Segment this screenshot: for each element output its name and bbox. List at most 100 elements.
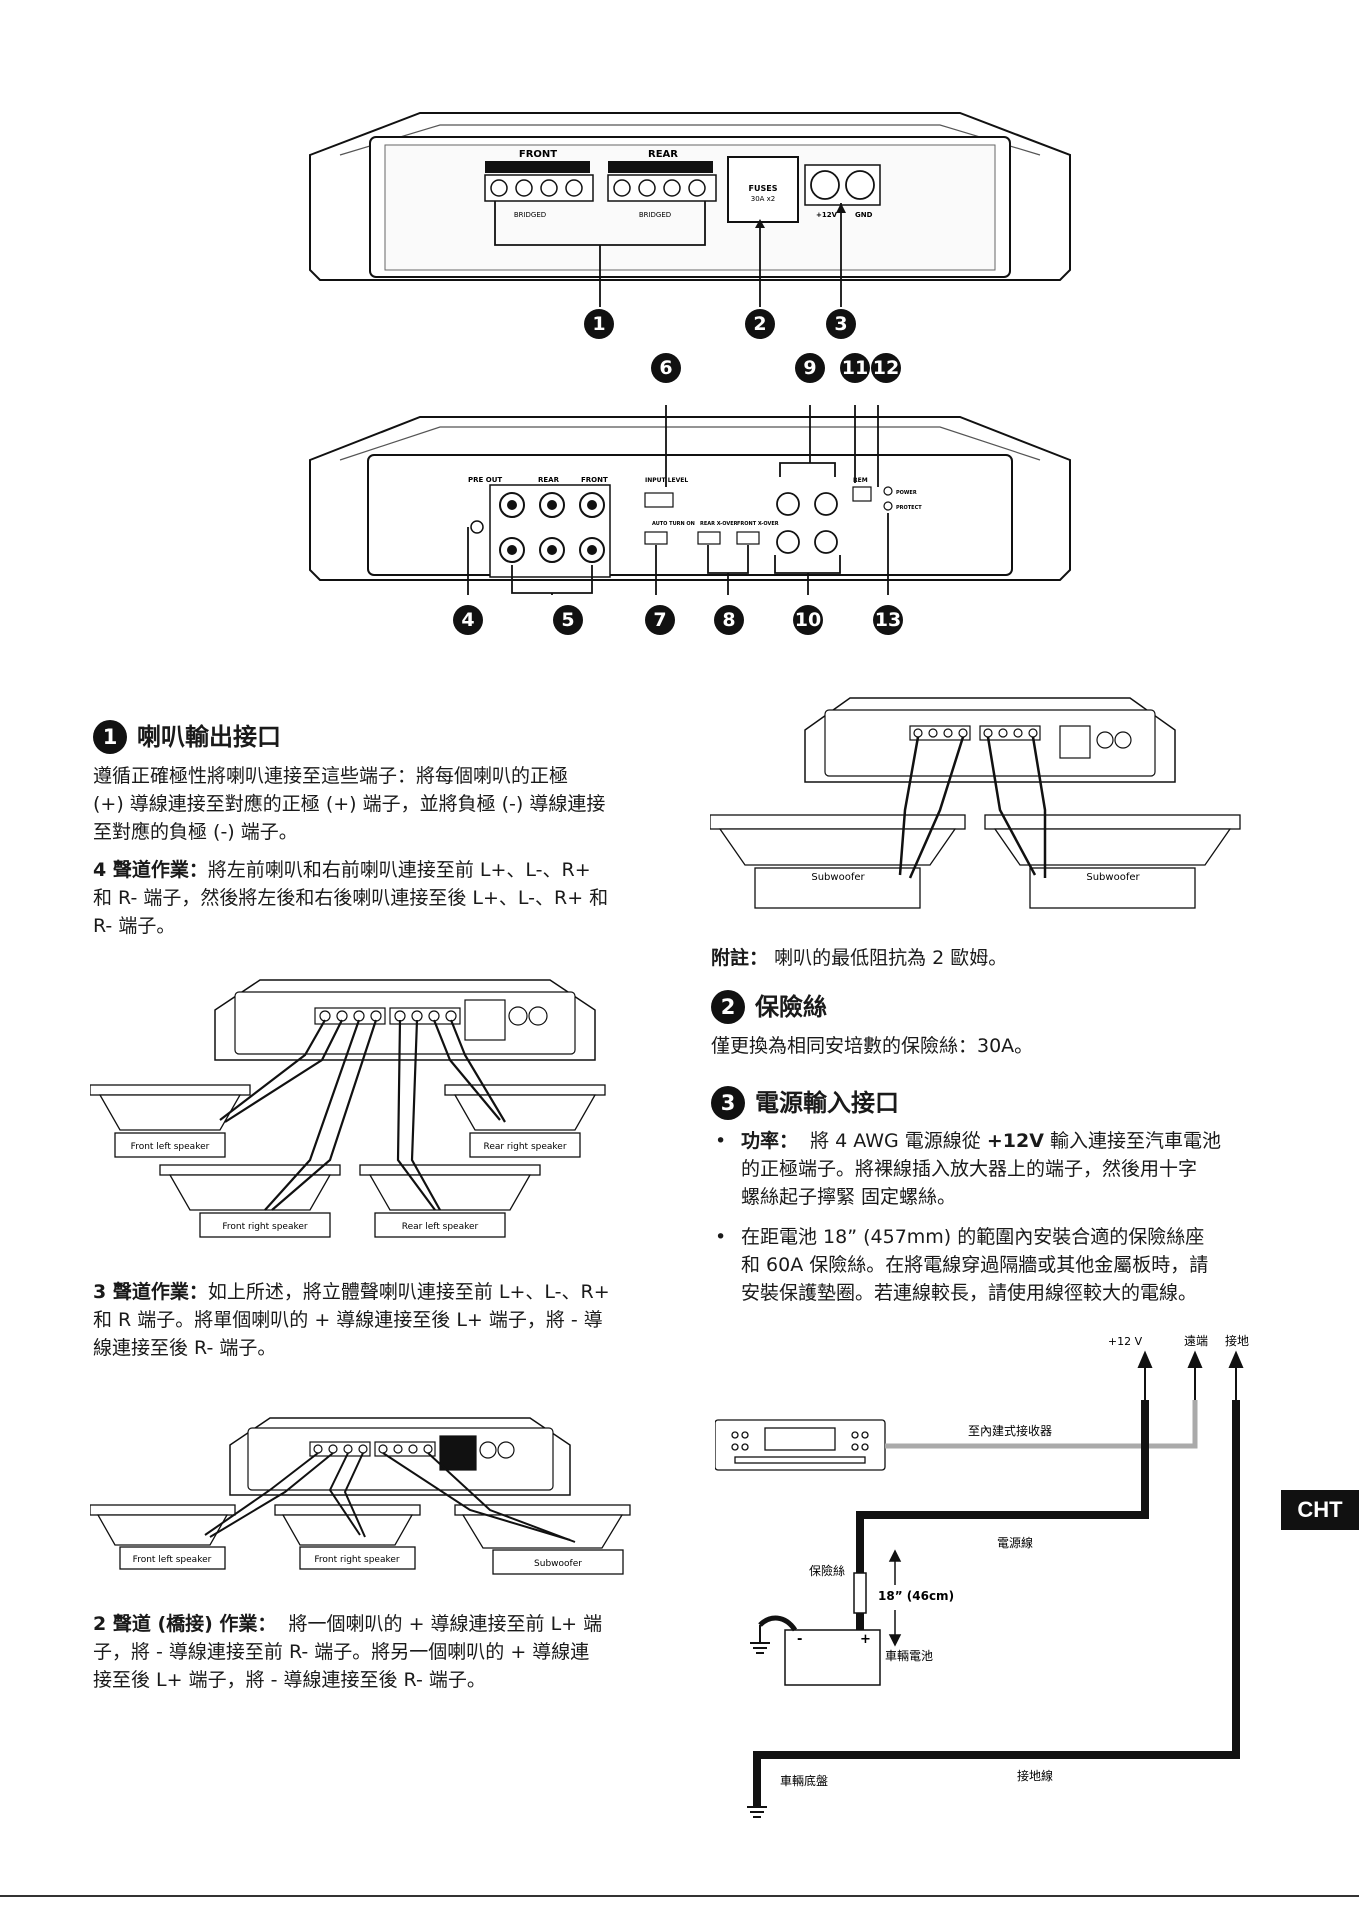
bullet1-label: 功率： — [741, 1130, 799, 1152]
two-ch-line: 接至後 L+ 端子，將 - 導線連接至後 R- 端子。 — [93, 1669, 486, 1691]
callout-9: 9 — [795, 353, 825, 383]
section2-number: 2 — [711, 990, 745, 1024]
bullet1-post: 輸入連接至汽車電池 — [1043, 1130, 1221, 1152]
callout-5: 5 — [553, 605, 583, 635]
power-label: POWER — [896, 490, 917, 496]
label-ground: 接地 — [1225, 1333, 1249, 1348]
label-subwoofer-3ch: Subwoofer — [534, 1559, 582, 1569]
four-channel-text: 4 聲道作業：將左前喇叭和右前喇叭連接至前 L+、L-、R+ 和 R- 端子，然… — [93, 856, 653, 940]
bullet1-line: 螺絲起子擰緊 固定螺絲。 — [741, 1186, 957, 1208]
note: 附註： 喇叭的最低阻抗為 2 歐姆。 — [711, 944, 1271, 972]
three-ch-line: 和 R 端子。將單個喇叭的 + 導線連接至後 L+ 端子，將 - 導 — [93, 1309, 603, 1331]
rca-jacks — [470, 484, 611, 578]
bullet1-voltage: +12V — [986, 1130, 1044, 1152]
battery: - + — [750, 1615, 881, 1686]
four-ch-line: 將左前喇叭和右前喇叭連接至前 L+、L-、R+ — [207, 859, 591, 881]
amp-panel-diagram: PRE OUT REAR FRONT INPUT LEVEL AUTO TURN… — [309, 405, 1071, 595]
section3-heading: 3 電源輸入接口 — [711, 1084, 899, 1121]
rear-xover-label: REAR X-OVER — [700, 521, 738, 527]
callout-11: 11 — [840, 353, 870, 383]
label-subwoofer-a: Subwoofer — [811, 872, 865, 883]
three-ch-line: 線連接至後 R- 端子。 — [93, 1337, 277, 1359]
label-battery: 車輛電池 — [885, 1649, 933, 1663]
fuses-label: FUSES — [749, 184, 778, 193]
callout-13: 13 — [873, 605, 903, 635]
section2-text: 僅更換為相同安培數的保險絲：30A。 — [711, 1035, 1034, 1057]
four-ch-line: 和 R- 端子，然後將左後和右後喇叭連接至後 L+、L-、R+ 和 — [93, 887, 609, 909]
amp-top-diagram: FRONT REAR BRIDGED BRIDGED FUSES 30A x2 … — [309, 112, 1071, 307]
auto-turn-on-label: AUTO TURN ON — [652, 521, 695, 527]
svg-text:-: - — [797, 1632, 802, 1647]
section1-title: 喇叭輸出接口 — [137, 723, 281, 751]
callout-12: 12 — [871, 353, 901, 383]
callout-6: 6 — [651, 353, 681, 383]
two-ch-label: 2 聲道 (橋接) 作業： — [93, 1613, 277, 1635]
two-ch-line: 將一個喇叭的 + 導線連接至前 L+ 端 — [288, 1613, 603, 1635]
label-distance: 18” (46cm) — [878, 1589, 954, 1603]
intro-line: 遵循正確極性將喇叭連接至這些端子：將每個喇叭的正極 — [93, 765, 569, 787]
label-remote: 遠端 — [1184, 1334, 1208, 1348]
label-plus12v: +12 V — [1108, 1335, 1143, 1348]
section3-title: 電源輸入接口 — [755, 1089, 899, 1117]
protect-label: PROTECT — [896, 505, 922, 511]
front-terminal-block — [484, 161, 594, 202]
section3-bullets: 功率： 將 4 AWG 電源線從 +12V 輸入連接至汽車電池 的正極端子。將裸… — [711, 1127, 1271, 1319]
panel-front-label: FRONT — [581, 476, 608, 484]
callout-7: 7 — [645, 605, 675, 635]
three-channel-text: 3 聲道作業：如上所述，將立體聲喇叭連接至前 L+、L-、R+ 和 R 端子。將… — [93, 1278, 653, 1362]
bridged-label-rear: BRIDGED — [639, 211, 671, 219]
wiring-diagram: +12 V 遠端 接地 至內建式接收器 電源線 保險絲 18” (46cm) -… — [715, 1333, 1249, 1818]
rear-terminal-block — [607, 161, 717, 202]
label-front-right-3ch: Front right speaker — [314, 1555, 400, 1565]
callout-4: 4 — [453, 605, 483, 635]
callout-8: 8 — [714, 605, 744, 635]
bullet-fuse: 在距電池 18” (457mm) 的範圍內安裝合適的保險絲座 和 60A 保險絲… — [711, 1223, 1271, 1307]
bullet-power: 功率： 將 4 AWG 電源線從 +12V 輸入連接至汽車電池 的正極端子。將裸… — [711, 1127, 1271, 1211]
language-tab: CHT — [1281, 1490, 1359, 1530]
two-ch-line: 子，將 - 導線連接至前 R- 端子。將另一個喇叭的 + 導線連 — [93, 1641, 590, 1663]
note-label: 附註： — [711, 947, 769, 969]
footer-rule — [0, 1895, 1359, 1897]
four-channel-diagram: Front left speaker Rear right speaker Fr… — [90, 979, 606, 1238]
plus12v-label: +12V — [816, 211, 838, 219]
svg-text:+: + — [860, 1632, 871, 1647]
intro-line: 至對應的負極 (-) 端子。 — [93, 821, 298, 843]
label-front-left-3ch: Front left speaker — [133, 1555, 212, 1565]
bullet2-line: 和 60A 保險絲。在將電線穿過隔牆或其他金屬板時，請 — [741, 1254, 1209, 1276]
bullet2-line: 在距電池 18” (457mm) 的範圍內安裝合適的保險絲座 — [741, 1226, 1205, 1248]
label-rear-right: Rear right speaker — [483, 1142, 566, 1152]
gnd-label: GND — [855, 211, 873, 219]
panel-rear-label: REAR — [538, 476, 560, 484]
label-front-right: Front right speaker — [222, 1222, 308, 1232]
label-front-left: Front left speaker — [131, 1142, 210, 1152]
power-terminals: +12V GND — [804, 164, 881, 219]
bridged-label-front: BRIDGED — [514, 211, 546, 219]
label-fuse: 保險絲 — [809, 1563, 845, 1578]
preout-label: PRE OUT — [468, 476, 502, 484]
bullet2-line: 安裝保護墊圈。若連線較長，請使用線徑較大的電線。 — [741, 1282, 1198, 1304]
label-chassis: 車輛底盤 — [780, 1773, 828, 1788]
callout-2: 2 — [745, 309, 775, 339]
callout-10: 10 — [793, 605, 823, 635]
rem-label: REM — [853, 477, 868, 484]
section2-title: 保險絲 — [755, 993, 827, 1021]
label-ground-wire: 接地線 — [1017, 1768, 1053, 1783]
head-unit — [715, 1419, 886, 1471]
rear-label: REAR — [648, 149, 678, 160]
section3-number: 3 — [711, 1086, 745, 1120]
two-channel-text: 2 聲道 (橋接) 作業： 將一個喇叭的 + 導線連接至前 L+ 端 子，將 -… — [93, 1610, 653, 1694]
bridged-diagram: Subwoofer Subwoofer — [710, 697, 1241, 909]
note-text: 喇叭的最低阻抗為 2 歐姆。 — [774, 947, 1008, 969]
callout-1: 1 — [584, 309, 614, 339]
four-ch-line: R- 端子。 — [93, 915, 176, 937]
fuse-holder: FUSES 30A x2 — [727, 156, 799, 223]
callout-3: 3 — [826, 309, 856, 339]
three-channel-diagram: Front left speaker Front right speaker S… — [90, 1417, 631, 1575]
bullet1-line: 的正極端子。將裸線插入放大器上的端子，然後用十字 — [741, 1158, 1198, 1180]
three-ch-line: 如上所述，將立體聲喇叭連接至前 L+、L-、R+ — [207, 1281, 610, 1303]
section2-heading: 2 保險絲 — [711, 988, 827, 1025]
front-label: FRONT — [519, 149, 557, 160]
four-ch-label: 4 聲道作業： — [93, 859, 208, 881]
label-rear-left: Rear left speaker — [402, 1222, 479, 1232]
